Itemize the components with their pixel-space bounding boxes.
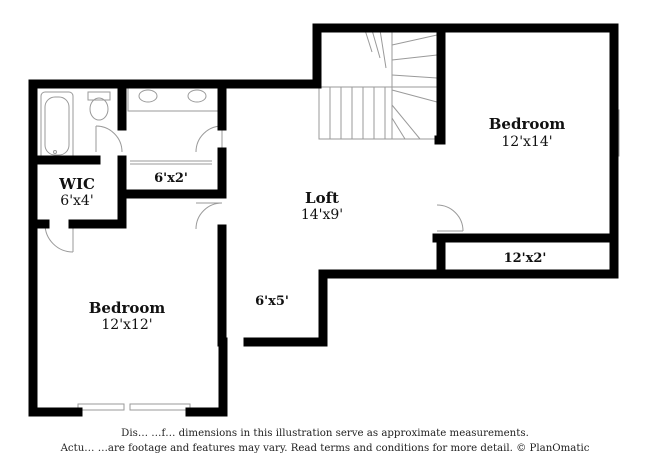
wall-outer-right (312, 23, 619, 279)
bath-door-left-swing (95, 125, 123, 153)
staircase (318, 29, 438, 140)
window-bedroom-left-2 (129, 403, 191, 411)
window-bedroom-left-1 (77, 403, 125, 411)
wic-name: WIC (58, 175, 95, 193)
walls (28, 23, 619, 417)
loft-name: Loft (305, 189, 339, 207)
toilet-tank (87, 91, 111, 101)
toilet-bowl (89, 97, 109, 121)
disclaimer-text: Dis… …f… dimensions in this illustration… (0, 426, 650, 456)
bathtub-basin (44, 96, 70, 156)
bedroom-left-dims: 12'x12' (101, 317, 152, 333)
sink-right (187, 89, 207, 103)
tub-drain (53, 150, 57, 154)
wall-landing (243, 269, 446, 347)
disclaimer-line-1: Dis… …f… dimensions in this illustration… (121, 428, 529, 439)
closet-right-dims: 12'x2' (504, 251, 547, 266)
disclaimer-line-2: Actu… …are footage and features may vary… (60, 443, 590, 454)
landing-dims: 6'x5' (255, 294, 289, 309)
bedroom-right-dims: 12'x14' (501, 134, 552, 150)
bedroom-right-door-swing (436, 204, 464, 232)
wall-bottom-left-wing (185, 337, 228, 417)
loft-dims: 14'x9' (301, 207, 343, 223)
closet-hall-dims: 6'x2' (154, 171, 188, 186)
bedroom-right-name: Bedroom (489, 115, 566, 133)
sink-left (138, 89, 158, 103)
bedroom-left-name: Bedroom (89, 299, 166, 317)
vanity-counter (127, 84, 219, 112)
stair-run (318, 86, 438, 140)
wic-dims: 6'x4' (60, 193, 93, 209)
